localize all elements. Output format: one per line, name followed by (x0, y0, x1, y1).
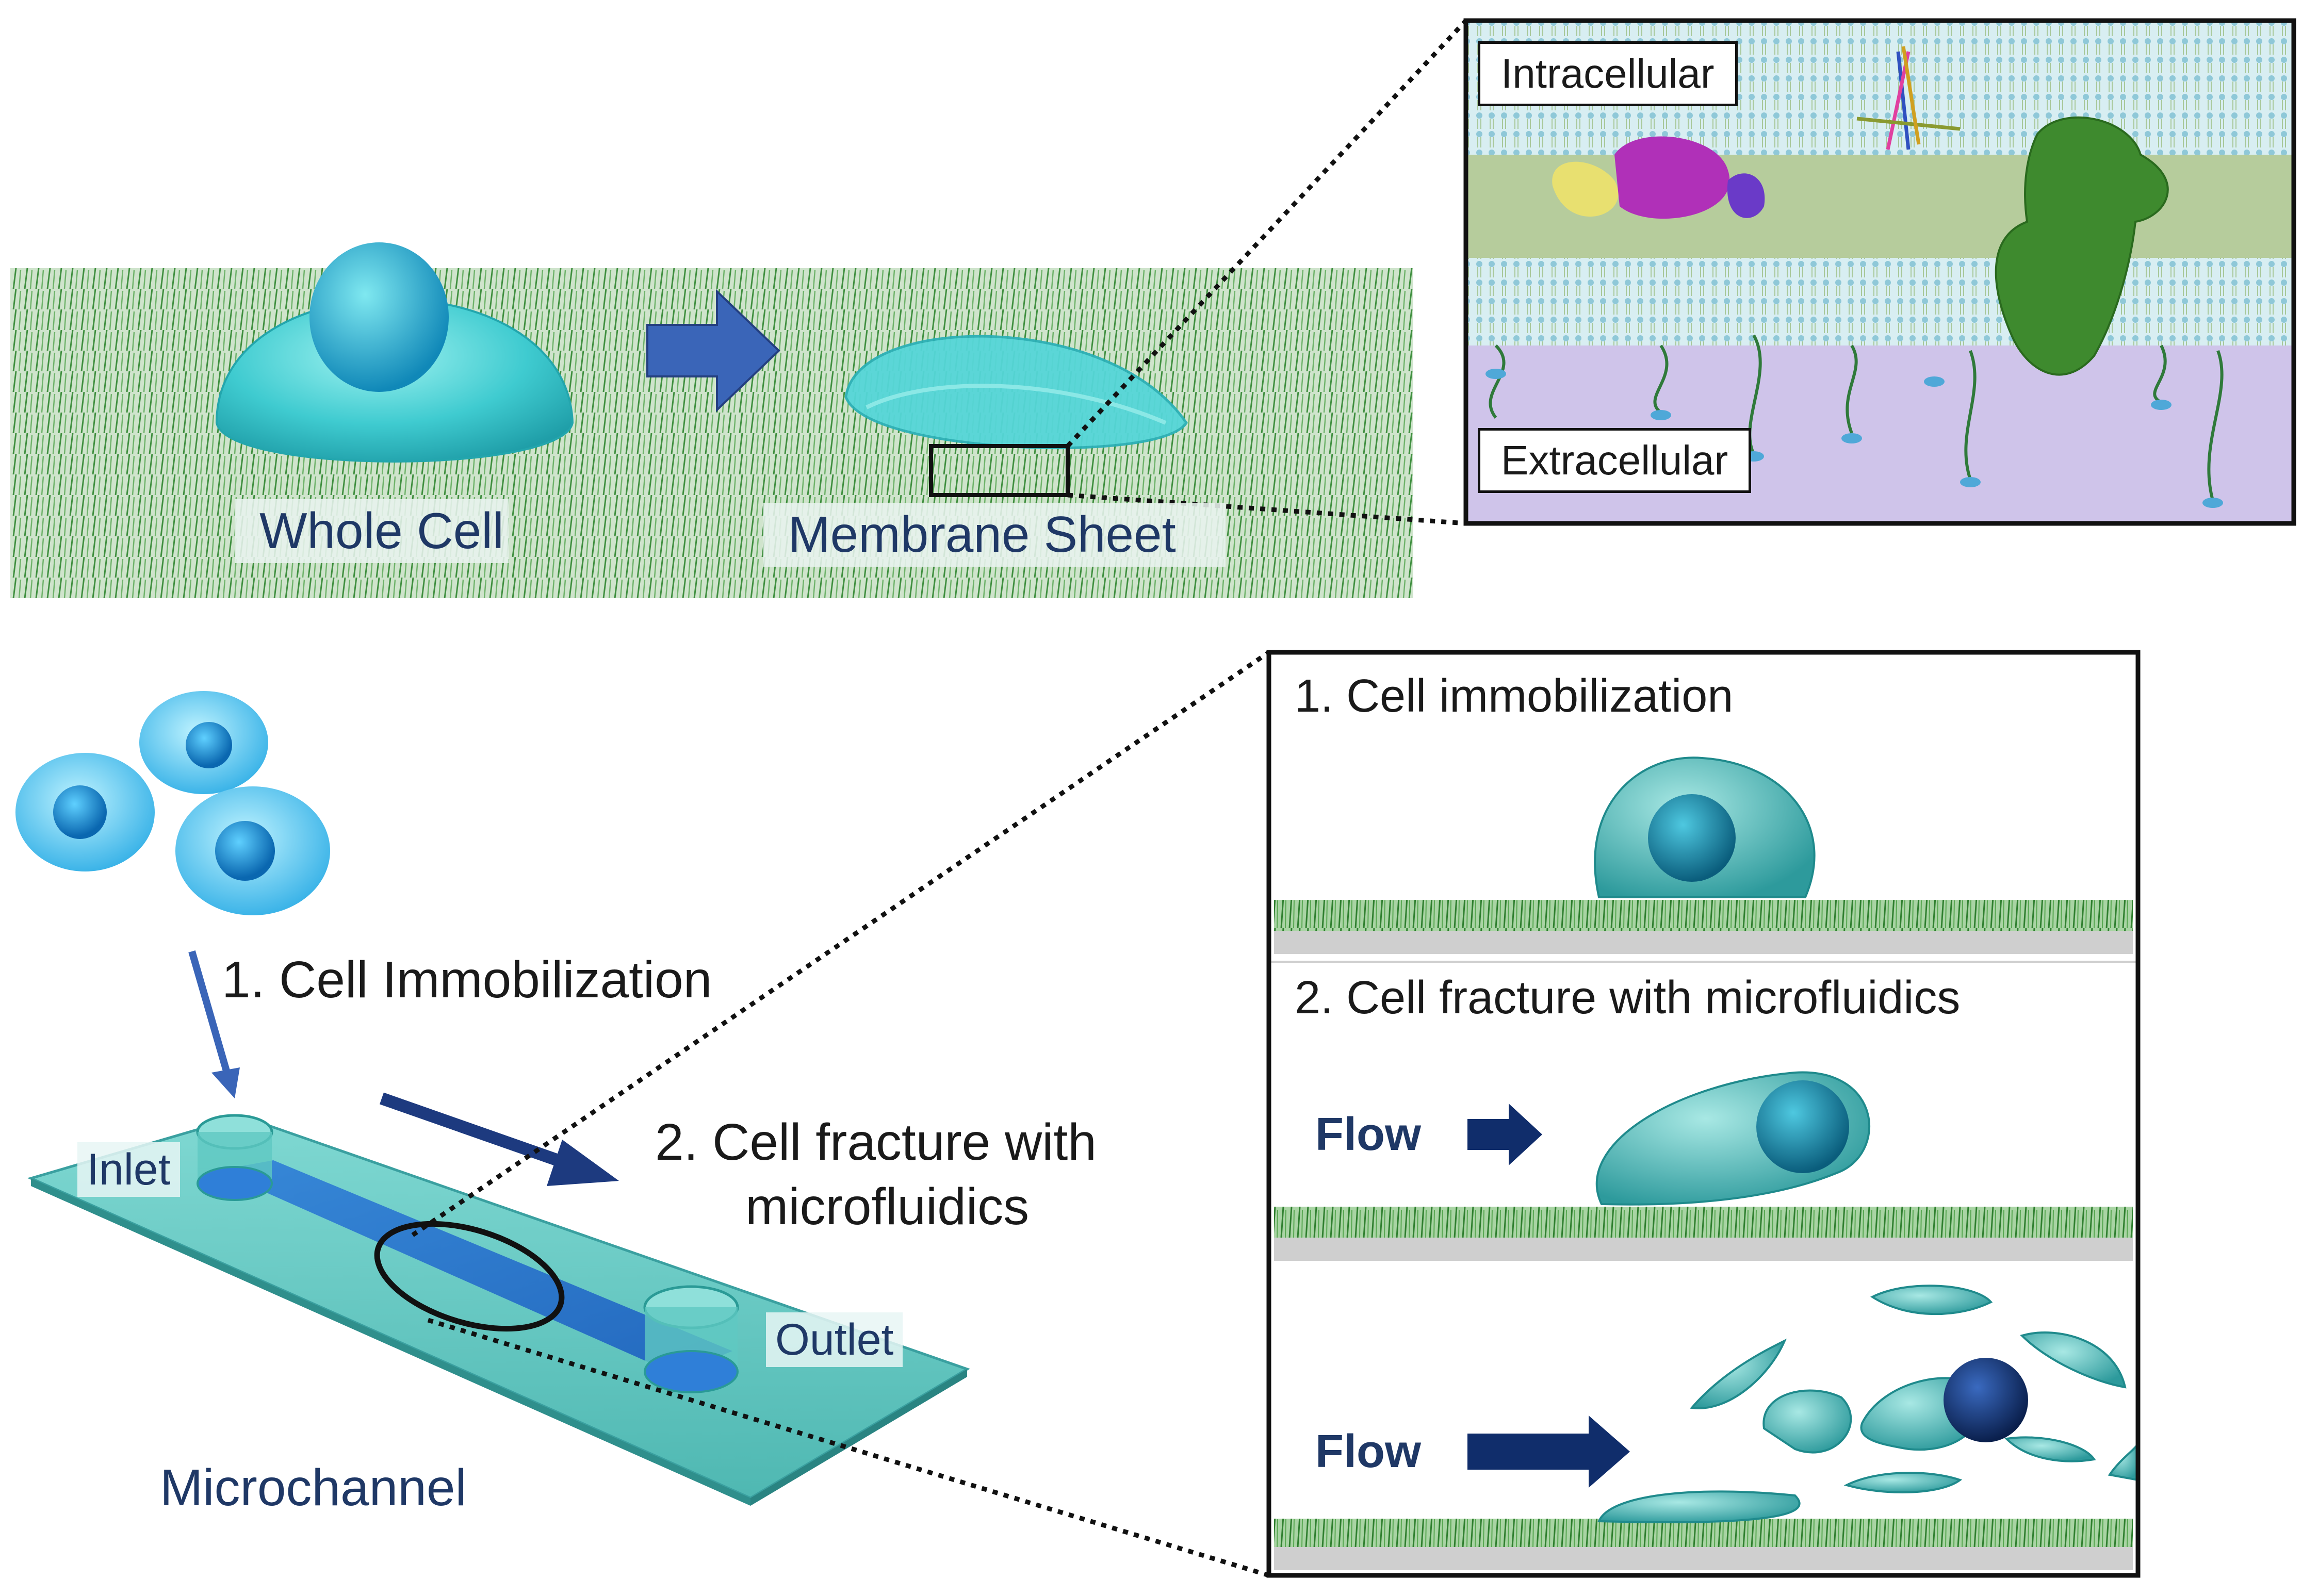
extracellular-label: Extracellular (1478, 428, 1752, 493)
membrane-sheet-label: Membrane Sheet (763, 503, 1226, 567)
suspended-cells (15, 691, 330, 915)
zoom-lines-bottom (411, 650, 1270, 1578)
detail-panel (1266, 650, 2141, 1578)
zoom-selection-box (929, 444, 1070, 497)
zoom-lines-top (1066, 19, 1468, 526)
step2-fracture-label-line2: microfluidics (745, 1178, 1030, 1236)
step1-immobilization-label: 1. Cell Immobilization (222, 951, 712, 1009)
intracellular-label: Intracellular (1478, 41, 1738, 106)
outlet-label: Outlet (766, 1312, 903, 1367)
flow-label-1: Flow (1315, 1109, 1421, 1160)
immobilization-arrow (188, 950, 240, 1098)
microchannel-label: Microchannel (160, 1459, 467, 1517)
step2-fracture-label-line1: 2. Cell fracture with (655, 1113, 1097, 1171)
inlet-port (196, 1114, 273, 1201)
whole-cell-dome (215, 242, 574, 463)
membrane-sheet (844, 335, 1188, 450)
zoom-selection-ellipse (374, 1221, 565, 1332)
flow-label-2: Flow (1315, 1426, 1421, 1477)
panel1-title: 1. Cell immobilization (1295, 670, 1734, 722)
outlet-port (643, 1285, 739, 1393)
whole-cell-label: Whole Cell (235, 499, 509, 563)
fracture-arrow (380, 1092, 619, 1186)
inlet-label: Inlet (77, 1142, 180, 1197)
microchannel-chip (27, 1115, 970, 1506)
panel2-title: 2. Cell fracture with microfluidics (1295, 972, 1961, 1024)
process-arrow (646, 289, 780, 413)
